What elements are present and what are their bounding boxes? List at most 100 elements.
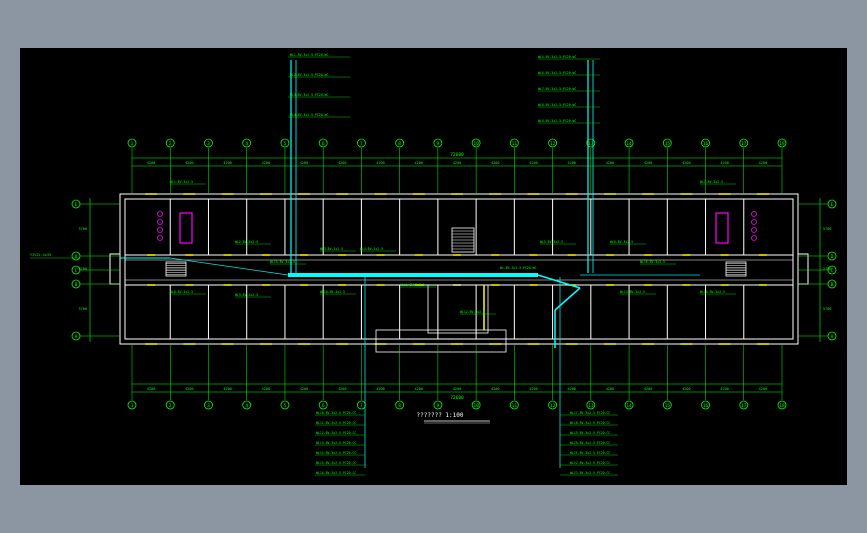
axis-bubble-bottom xyxy=(318,400,328,410)
axis-bubble-top xyxy=(624,138,634,148)
axis-label-bottom: 6 xyxy=(322,403,325,409)
drawing-title: ??????? 1:100 xyxy=(417,412,464,419)
axis-bubble-top xyxy=(395,138,405,148)
axis-label-left: C xyxy=(75,268,78,274)
dimension-bay-bottom: 4200 xyxy=(491,387,499,391)
dimension-bay-bottom: 4200 xyxy=(223,387,231,391)
axis-label-top: 2 xyxy=(169,141,172,147)
branch-cable xyxy=(169,257,289,276)
dimension-left: 5700 xyxy=(79,227,87,231)
dimension-bay-bottom: 4200 xyxy=(185,387,193,391)
dimension-right: 2700 xyxy=(823,267,831,271)
cable-spec-bottom-left: WL12-BV-3x2.5-PC20-CC xyxy=(316,431,356,435)
dimension-bay-top: 4200 xyxy=(185,161,193,165)
room-cable-tag: WL16-BV-3x2.5 xyxy=(640,260,665,264)
dimension-bay-bottom: 4200 xyxy=(376,387,384,391)
axis-label-right: D xyxy=(831,254,834,260)
axis-bubble-bottom xyxy=(357,400,366,410)
axis-label-bottom: 14 xyxy=(626,403,632,409)
cable-trunk xyxy=(288,273,538,277)
cable-spec-top-right: WL6-BV-3x2.5-PC20-WC xyxy=(538,71,576,75)
dimension-overall-top: 72600 xyxy=(450,152,464,158)
room-cable-tag: WL14-BV-3x2.5 xyxy=(700,290,725,294)
axis-label-top: 3 xyxy=(207,141,210,147)
axis-bubble-top xyxy=(242,138,252,148)
cable-spec-top-right: WL5-BV-3x2.5-PC20-WC xyxy=(538,55,576,59)
cable-spec-bottom-right: WL22-BV-3x2.5-PC20-CC xyxy=(570,461,610,465)
room-cable-tag: WL2-BV-3x2.5 xyxy=(235,240,258,244)
cable-spec-bottom-right: WL18-BV-3x2.5-PC20-CC xyxy=(570,421,610,425)
axis-bubble-bottom xyxy=(548,400,557,410)
fixture-icon xyxy=(157,235,163,241)
room-cable-tag: WL15-BV-3x2.5 xyxy=(270,260,295,264)
axis-label-bottom: 3 xyxy=(207,403,210,409)
axis-bubble-top xyxy=(357,138,366,148)
cable-spec-bottom-right: WL21-BV-3x2.5-PC20-CC xyxy=(570,451,610,455)
room-cable-tag: WL8-BV-3x2.5 xyxy=(170,290,193,294)
dimension-bay-top: 4200 xyxy=(300,161,308,165)
axis-bubble-top xyxy=(777,138,787,148)
axis-label-top: 9 xyxy=(437,141,440,147)
axis-label-bottom: 15 xyxy=(665,403,671,409)
cable-spec-bottom-right: WL20-BV-3x2.5-PC20-CC xyxy=(570,441,610,445)
dimension-bay-top: 4200 xyxy=(529,161,537,165)
axis-bubble-top xyxy=(471,138,481,148)
cable-spec-bottom-right: WL23-BV-3x2.5-PC20-CC xyxy=(570,471,610,475)
dimension-bay-top: 4200 xyxy=(262,161,270,165)
left-entrance xyxy=(109,253,121,285)
cable-spec-bottom-right: WL17-BV-3x2.5-PC20-CC xyxy=(570,411,610,415)
dimension-bay-bottom: 4200 xyxy=(759,387,767,391)
axis-bubble-bottom xyxy=(165,400,175,410)
dimension-bay-top: 4200 xyxy=(682,161,690,165)
fixture-icon xyxy=(157,227,163,233)
axis-label-top: 17 xyxy=(741,141,747,147)
axis-label-left: A xyxy=(75,334,78,340)
dimension-bay-top: 4200 xyxy=(644,161,652,165)
cable-spec-bottom-right: WL19-BV-3x2.5-PC20-CC xyxy=(570,431,610,435)
cable-spec-bottom-left: WL10-BV-3x2.5-PC20-CC xyxy=(316,411,356,415)
axis-bubble-bottom xyxy=(509,400,519,410)
fixture-icon xyxy=(751,235,757,241)
axis-bubble-top xyxy=(586,138,596,148)
axis-label-bottom: 1 xyxy=(131,403,134,409)
cable-spec-bottom-left: WL11-BV-3x2.5-PC20-CC xyxy=(316,421,356,425)
axis-label-bottom: 5 xyxy=(284,403,287,409)
dimension-bay-bottom: 4200 xyxy=(567,387,575,391)
axis-bubble-bottom xyxy=(624,400,634,410)
axis-label-bottom: 8 xyxy=(398,403,401,409)
fixture-icon xyxy=(751,219,757,225)
axis-bubble-bottom xyxy=(701,400,710,410)
cable-spec-bottom-left: WL15-BV-3x2.5-PC20-CC xyxy=(316,461,356,465)
axis-bubble-top xyxy=(509,138,519,148)
axis-label-left: D xyxy=(75,254,78,260)
axis-bubble-bottom xyxy=(662,400,672,410)
axis-label-left: E xyxy=(75,202,78,208)
cable-spec-top-right: WL7-BV-3x2.5-PC20-WC xyxy=(538,87,576,91)
room-cable-tag: WL6-BV-3x2.5 xyxy=(610,240,633,244)
room-cable-tag: WL7-BV-3x2.5 xyxy=(700,180,723,184)
axis-label-left: B xyxy=(75,282,78,288)
axis-label-bottom: 17 xyxy=(741,403,747,409)
axis-bubble-bottom xyxy=(777,400,787,410)
room-cable-tag: WL1-BV-3x2.5 xyxy=(170,180,193,184)
fixture-icon xyxy=(157,219,163,225)
outer-wall-inner xyxy=(124,198,794,340)
axis-label-top: 6 xyxy=(322,141,325,147)
axis-bubble-top xyxy=(662,138,672,148)
equipment-panel-right xyxy=(715,212,729,244)
dimension-overall-bottom: 72600 xyxy=(450,395,464,401)
dimension-bay-top: 4200 xyxy=(147,161,155,165)
cable-diagonal xyxy=(537,274,581,289)
cable-spec-top-left: WL3-BV-3x2.5-PC20-WC xyxy=(290,93,328,97)
dimension-bay-bottom: 4200 xyxy=(529,387,537,391)
axis-bubble-bottom xyxy=(471,400,481,410)
dimension-bay-top: 4200 xyxy=(223,161,231,165)
right-entrance xyxy=(797,253,809,285)
axis-bubble-bottom xyxy=(242,400,252,410)
dimension-right: 5700 xyxy=(823,227,831,231)
outer-wall xyxy=(119,193,799,345)
dimension-bay-bottom: 4200 xyxy=(644,387,652,391)
axis-label-right: E xyxy=(831,202,834,208)
cable-spec-top-left: WL4-BV-3x2.5-PC20-WC xyxy=(290,113,328,117)
axis-label-bottom: 12 xyxy=(550,403,556,409)
